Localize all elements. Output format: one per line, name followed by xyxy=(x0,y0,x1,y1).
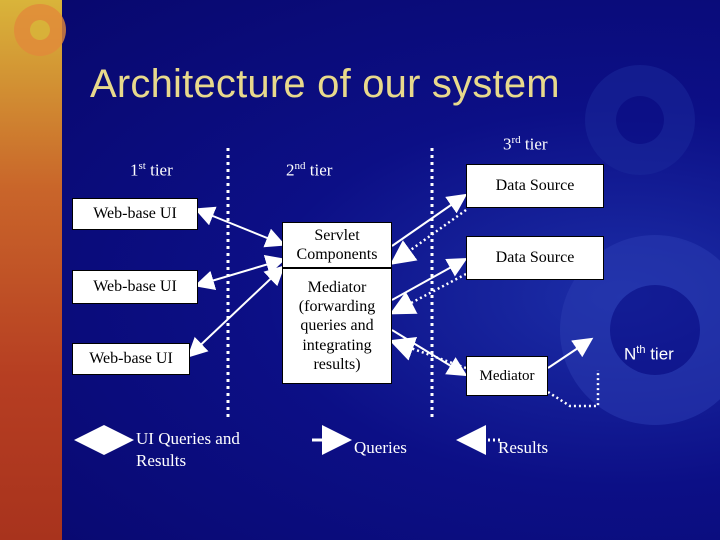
left-accent-band xyxy=(0,0,62,540)
mediator-tier3-box: Mediator xyxy=(466,356,548,396)
legend-ui-queries-results-label: UI Queries and Results xyxy=(136,429,240,471)
tier-3-label: 3rd tier xyxy=(503,134,548,154)
result-from-source-2 xyxy=(389,272,467,315)
tier-2-label: 2nd tier xyxy=(286,160,333,180)
mediator-tier2-box: Mediator (forwarding queries and integra… xyxy=(282,268,392,384)
query-to-source-2 xyxy=(391,258,468,301)
gear-icon xyxy=(14,4,66,56)
web-ui-box-1: Web-base UI xyxy=(72,198,198,230)
gear-icon xyxy=(560,235,720,425)
data-source-box-1: Data Source xyxy=(466,164,604,208)
tier-n-label: Nth tier xyxy=(624,344,674,364)
query-to-source-1 xyxy=(391,193,468,247)
result-from-mediator-3 xyxy=(389,337,467,370)
gear-icon xyxy=(585,65,695,175)
web-ui-box-2: Web-base UI xyxy=(72,270,198,304)
data-source-box-2: Data Source xyxy=(466,236,604,280)
servlet-components-box: Servlet Components xyxy=(282,222,392,268)
query-to-nth-tier xyxy=(547,337,594,369)
ellipsis-marker: … xyxy=(576,330,592,347)
web-ui-box-3: Web-base UI xyxy=(72,343,190,375)
result-from-nth-tier xyxy=(547,370,600,408)
query-to-mediator-3 xyxy=(391,329,468,377)
legend-queries-label: Queries xyxy=(354,438,407,457)
slide-title: Architecture of our system xyxy=(90,62,560,106)
tier-1-label: 1st tier xyxy=(130,160,173,180)
connector-ui3-servlet xyxy=(187,265,285,358)
legend-results-label: Results xyxy=(498,438,549,457)
connector-ui1-servlet xyxy=(194,206,286,248)
